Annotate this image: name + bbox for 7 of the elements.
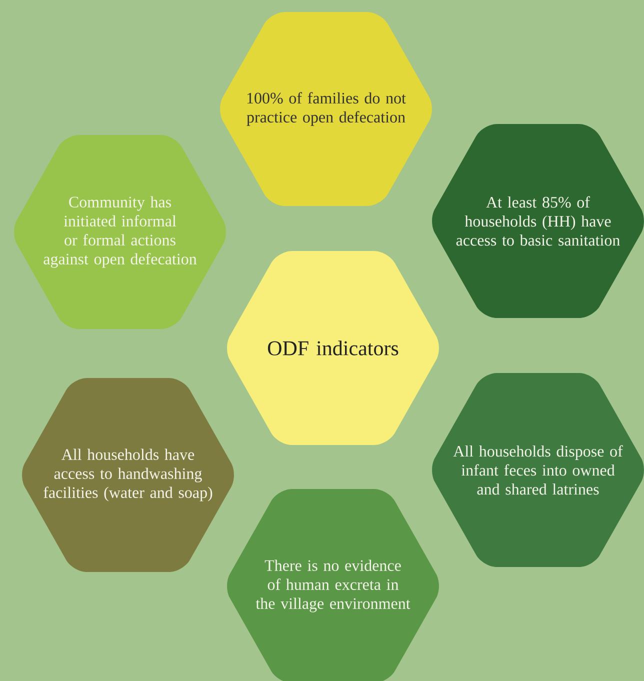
hexagon: 100% of families do not practice open defecation bbox=[220, 12, 432, 206]
hexagon: All households have access to handwashing facilities (water and soap) bbox=[22, 378, 234, 572]
hexagon: ODF indicators bbox=[227, 251, 439, 445]
hexagon: All households dispose of infant feces into owned and shared latrines bbox=[432, 373, 644, 567]
hexagon: Community has initiated informal or formal actions against open defecation bbox=[14, 135, 226, 329]
hexagon: There is no evidence of human excreta in the village environment bbox=[227, 489, 439, 681]
hexagon: At least 85% of households (HH) have access to basic sanitation bbox=[432, 124, 644, 318]
